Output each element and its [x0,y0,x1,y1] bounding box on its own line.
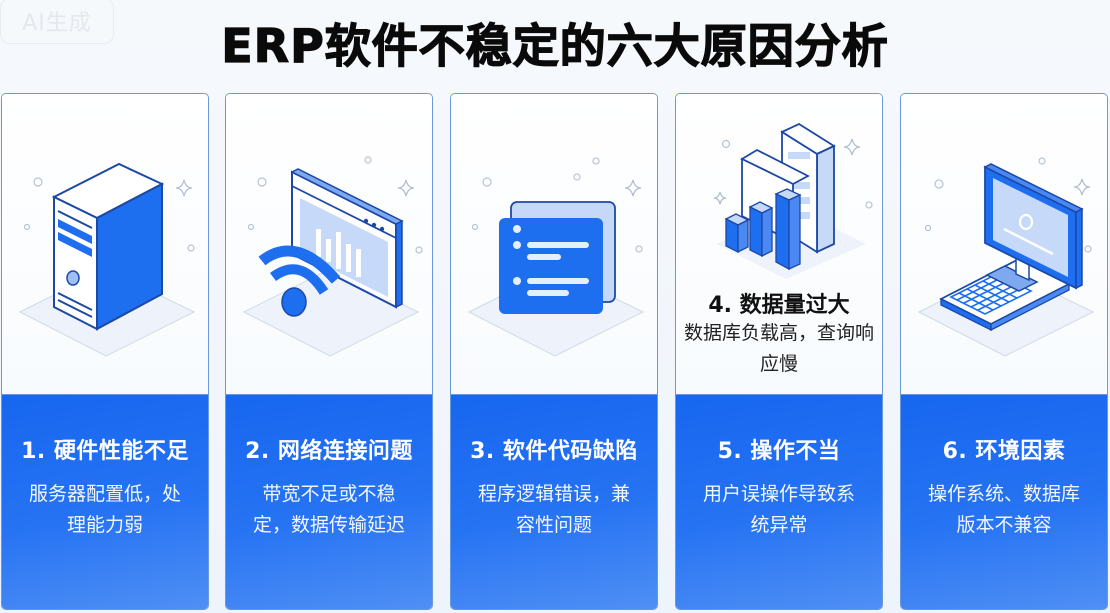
card-heading: 6. 环境因素 [942,439,1066,464]
desktop-computer-icon [901,94,1107,394]
server-tower-icon [2,94,208,394]
card-text-panel: 1. 硬件性能不足 服务器配置低，处理能力弱 [2,394,208,609]
card-illustration-area [2,94,208,394]
database-bar-chart-icon [676,94,882,394]
cause-card-software-code: 3. 软件代码缺陷 程序逻辑错误，兼容性问题 [450,93,658,610]
card-description: 程序逻辑错误，兼容性问题 [477,483,630,536]
cause-card-environment: 6. 环境因素 操作系统、数据库版本不兼容 [900,93,1108,610]
code-document-icon [451,94,657,394]
page-title: ERP软件不稳定的六大原因分析 [221,18,889,73]
card-illustration-area [451,94,657,394]
cause-card-network: 2. 网络连接问题 带宽不足或不稳定，数据传输延迟 [225,93,433,610]
card-illustration-area [901,94,1107,394]
card-illustration-area: 4. 数据量过大 数据库负载高，查询响应慢 [676,94,882,394]
card-heading: 5. 操作不当 [717,439,841,464]
card-heading: 2. 网络连接问题 [245,439,413,464]
card-description: 数据库负载高，查询响应慢 [683,322,874,375]
cause-card-hardware: 1. 硬件性能不足 服务器配置低，处理能力弱 [1,93,209,610]
wifi-browser-icon [226,94,432,394]
ai-generated-badge: AI生成 [0,0,114,44]
card-description: 用户误操作导致系统异常 [702,483,855,536]
card-text-panel: 3. 软件代码缺陷 程序逻辑错误，兼容性问题 [451,394,657,609]
card-heading: 3. 软件代码缺陷 [470,439,638,464]
card-description: 操作系统、数据库版本不兼容 [927,483,1080,536]
card-text-panel: 6. 环境因素 操作系统、数据库版本不兼容 [901,394,1107,609]
card-heading: 4. 数据量过大 [708,293,850,318]
cause-card-data-volume: 4. 数据量过大 数据库负载高，查询响应慢 5. 操作不当 用户误操作导致系统异… [675,93,883,610]
card-description: 服务器配置低，处理能力弱 [28,483,181,536]
card-illustration-area [226,94,432,394]
card-text-panel-operation: 5. 操作不当 用户误操作导致系统异常 [676,394,882,609]
card-text-panel: 2. 网络连接问题 带宽不足或不稳定，数据传输延迟 [226,394,432,609]
card-heading: 1. 硬件性能不足 [21,439,189,464]
card-description: 带宽不足或不稳定，数据传输延迟 [252,483,405,536]
